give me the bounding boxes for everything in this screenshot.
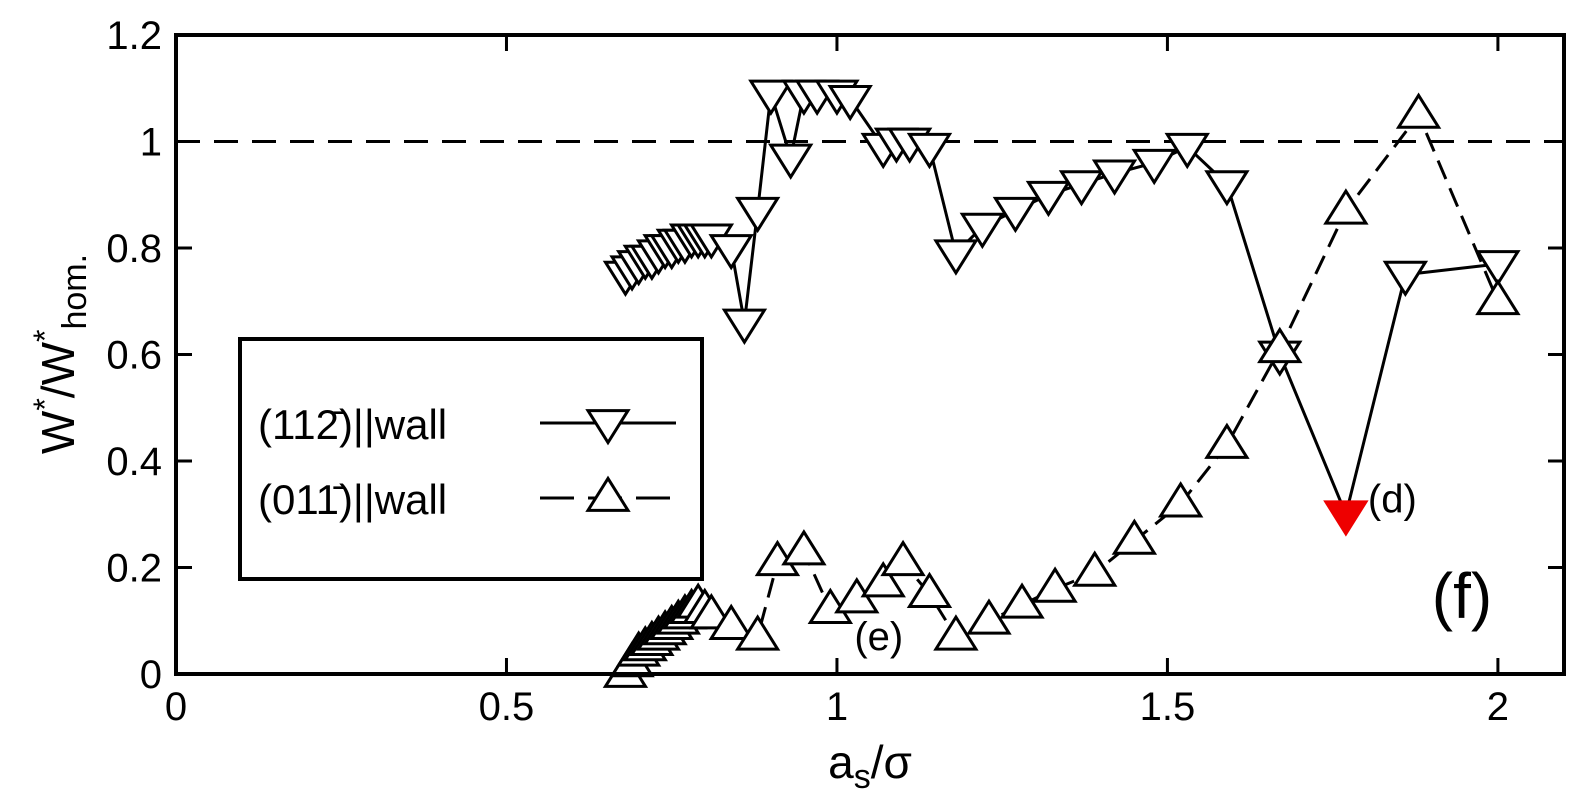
y-tick-label: 1.2 [106, 14, 162, 58]
series-1-point [708, 234, 754, 271]
x-tick-label: 2 [1487, 685, 1509, 729]
series-1-point [1091, 159, 1138, 196]
series-2-point [1395, 92, 1442, 129]
series-1-point [734, 196, 781, 234]
series-1-point [767, 143, 814, 180]
series-1-point [1475, 250, 1521, 287]
y-tick-label: 0.6 [106, 334, 162, 378]
panel-label: (f) [1432, 560, 1492, 632]
legend-label-series-1: (112̄)||wall [258, 401, 447, 448]
series-1-point [721, 308, 768, 345]
series-1-point [1131, 148, 1177, 186]
series-2-point [1204, 422, 1250, 459]
y-tick-label: 0.4 [106, 440, 162, 484]
series-1-highlight-point [1323, 500, 1369, 537]
series-2-point [1323, 188, 1369, 225]
series-2-point [1032, 566, 1078, 603]
y-axis-title: W*/W*hom. [27, 254, 94, 454]
x-tick-label: 0.5 [479, 685, 535, 729]
series-2-point [734, 614, 781, 651]
highlight-label-series-1: (d) [1368, 477, 1417, 521]
highlight-label-series-2: (e) [854, 615, 903, 659]
y-tick-label: 0 [140, 653, 162, 697]
x-tick-label: 0 [165, 685, 187, 729]
series-1-point [1058, 170, 1105, 207]
series-2-point [781, 529, 827, 566]
series-markers-layer [602, 79, 1521, 688]
series-2-point [1157, 481, 1204, 518]
x-tick-label: 1 [826, 685, 848, 729]
series-1-point [1025, 180, 1072, 218]
y-tick-label: 0.8 [106, 227, 162, 271]
series-2-point [860, 561, 906, 598]
series-2-point [933, 614, 979, 651]
x-axis-title: as/σ [828, 736, 912, 790]
series-2-point [1072, 550, 1118, 587]
series-1-line [624, 92, 1499, 516]
series-2-point [999, 582, 1045, 619]
series-1-point [1382, 260, 1429, 298]
legend-marker-series-1 [585, 409, 631, 446]
series-2-point [880, 539, 926, 577]
series-1-point [1164, 132, 1210, 170]
legend: (112̄)||wall (011̄)||wall [238, 337, 704, 581]
series-2-point [708, 603, 754, 640]
series-1-point [827, 85, 873, 122]
series-2-point [906, 571, 953, 609]
legend-marker-series-2 [585, 475, 631, 512]
series-2-point [966, 598, 1012, 635]
legend-label-series-2: (011̄)||wall [258, 476, 447, 523]
annotation-layer: (d) (e) (f) [854, 477, 1492, 659]
series-1-point [1204, 170, 1250, 207]
legend-box [238, 337, 704, 581]
series-2-point [1257, 326, 1303, 364]
series-2-point [1475, 278, 1521, 316]
axes-layer: 0 0.5 1 1.5 2 0 0.2 0.4 0.6 0.8 1 1.2 as/σ W*/W*hom. [27, 14, 1566, 790]
series-1-point [959, 212, 1006, 250]
x-tick-label: 1.5 [1140, 685, 1196, 729]
y-tick-label: 1 [140, 121, 162, 165]
series-1-point [992, 196, 1039, 234]
series-2-point [1111, 518, 1158, 555]
series-1-point [906, 132, 953, 170]
series-1-point [748, 79, 794, 117]
y-tick-label: 0.2 [106, 547, 162, 591]
series-1-point [933, 239, 979, 276]
